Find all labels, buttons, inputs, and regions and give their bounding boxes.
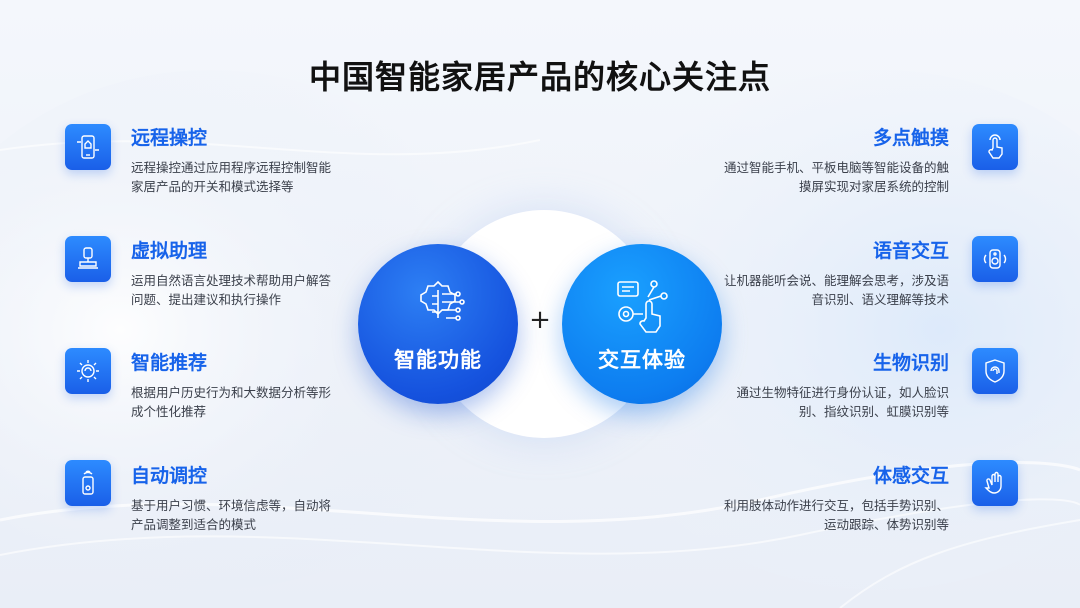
item-virtual-assistant: 虚拟助理 运用自然语言处理技术帮助用户解答问题、提出建议和执行操作 — [131, 236, 461, 309]
item-description: 让机器能听会说、能理解会思考，涉及语音识别、语义理解等技术 — [723, 273, 949, 307]
circle-label: 交互体验 — [598, 348, 686, 372]
item-description: 基于用户习惯、环境信虑等，自动将产品调整到适合的模式 — [131, 498, 332, 532]
assistant-icon — [65, 236, 111, 282]
item-heading: 体感交互 — [872, 465, 949, 487]
item-heading: 语音交互 — [872, 240, 949, 262]
item-auto-control: 自动调控 基于用户习惯、环境信虑等，自动将产品调整到适合的模式 — [131, 461, 461, 534]
auto-control-icon — [65, 460, 111, 506]
touch-ui-icon — [617, 280, 668, 333]
item-motion-interaction: 体感交互 利用肢体动作进行交互，包括手势识别、运动跟踪、体势识别等 — [619, 461, 949, 534]
page-title: 中国智能家居产品的核心关注点 — [308, 58, 771, 96]
touch-icon — [972, 124, 1018, 170]
item-heading: 智能推荐 — [131, 352, 208, 374]
item-description: 根据用户历史行为和大数据分析等形成个性化推荐 — [131, 385, 332, 419]
gesture-icon — [972, 460, 1018, 506]
interaction-experience-circle: 交互体验 — [562, 244, 722, 404]
phone-remote-icon — [65, 124, 111, 170]
smart-function-circle: 智能功能 — [358, 244, 518, 404]
item-description: 通过生物特征进行身份认证，如人脸识别、指纹识别、虹膜识别等 — [736, 385, 949, 419]
item-description: 通过智能手机、平板电脑等智能设备的触摸屏实现对家居系统的控制 — [723, 160, 949, 194]
voice-speaker-icon — [972, 236, 1018, 282]
item-description: 运用自然语言处理技术帮助用户解答问题、提出建议和执行操作 — [131, 273, 332, 307]
item-heading: 虚拟助理 — [131, 240, 208, 262]
circle-label: 智能功能 — [394, 348, 482, 372]
item-heading: 远程操控 — [131, 127, 208, 149]
ai-gear-brain-icon — [420, 280, 465, 321]
item-biometrics: 生物识别 通过生物特征进行身份认证，如人脸识别、指纹识别、虹膜识别等 — [619, 348, 949, 421]
item-voice-interaction: 语音交互 让机器能听会说、能理解会思考，涉及语音识别、语义理解等技术 — [619, 236, 949, 309]
gear-recommend-icon — [65, 348, 111, 394]
item-smart-recommend: 智能推荐 根据用户历史行为和大数据分析等形成个性化推荐 — [131, 348, 461, 421]
fingerprint-shield-icon — [972, 348, 1018, 394]
item-heading: 自动调控 — [131, 465, 208, 487]
item-heading: 生物识别 — [872, 352, 949, 374]
item-description: 远程操控通过应用程序远程控制智能家居产品的开关和模式选择等 — [131, 160, 332, 194]
plus-connector: + — [529, 305, 551, 335]
item-heading: 多点触摸 — [872, 127, 949, 149]
item-description: 利用肢体动作进行交互，包括手势识别、运动跟踪、体势识别等 — [723, 498, 949, 532]
item-multi-touch: 多点触摸 通过智能手机、平板电脑等智能设备的触摸屏实现对家居系统的控制 — [619, 123, 949, 196]
item-remote-control: 远程操控 远程操控通过应用程序远程控制智能家居产品的开关和模式选择等 — [131, 123, 461, 196]
